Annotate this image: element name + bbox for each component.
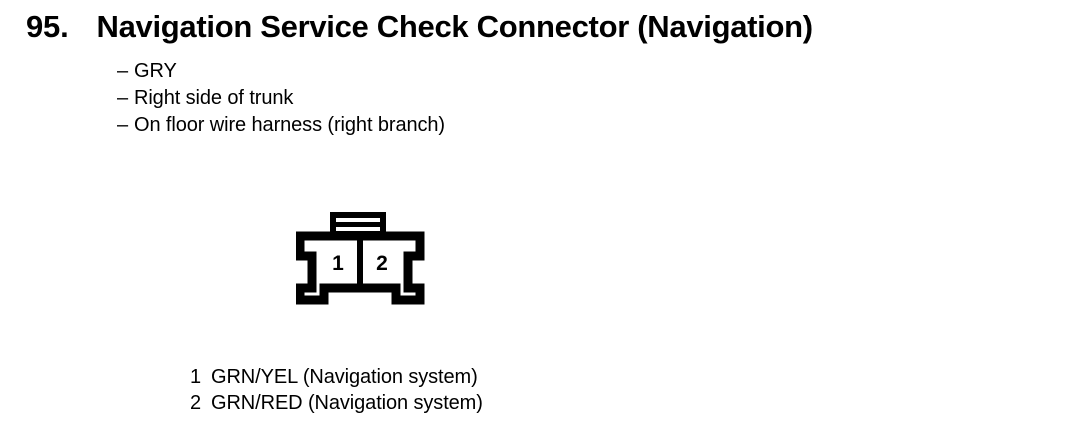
section-number: 95. <box>26 9 69 44</box>
description-list: – GRY – Right side of trunk – On floor w… <box>117 60 445 141</box>
cavity-number-2: 2 <box>376 252 388 275</box>
pin-legend: 1 GRN/YEL (Navigation system) 2 GRN/RED … <box>190 366 483 418</box>
list-item-label: Right side of trunk <box>134 87 294 109</box>
connector-body-outline <box>295 231 425 305</box>
cavity-number-1: 1 <box>332 252 344 275</box>
legend-row: 1 GRN/YEL (Navigation system) <box>190 366 483 392</box>
legend-pin-number: 2 <box>190 392 202 414</box>
legend-pin-number: 1 <box>190 366 202 388</box>
legend-row: 2 GRN/RED (Navigation system) <box>190 392 483 418</box>
list-item: – GRY <box>117 60 445 87</box>
dash-icon: – <box>117 87 129 109</box>
legend-pin-description: GRN/RED (Navigation system) <box>211 392 483 414</box>
section-title: Navigation Service Check Connector (Navi… <box>96 9 814 44</box>
cavity-divider <box>357 238 363 288</box>
list-item: – Right side of trunk <box>117 87 445 114</box>
list-item: – On floor wire harness (right branch) <box>117 114 445 141</box>
tab-slot-upper <box>336 218 380 222</box>
dash-icon: – <box>117 114 129 136</box>
connector-outline-svg: 1 2 <box>295 212 425 305</box>
page-title: 95. Navigation Service Check Connector (… <box>26 9 813 45</box>
list-item-label: On floor wire harness (right branch) <box>134 114 445 136</box>
dash-icon: – <box>117 60 129 82</box>
legend-pin-description: GRN/YEL (Navigation system) <box>211 366 478 388</box>
tab-slot-lower <box>336 227 380 231</box>
connector-diagram: 1 2 <box>295 208 436 313</box>
list-item-label: GRY <box>134 60 177 82</box>
